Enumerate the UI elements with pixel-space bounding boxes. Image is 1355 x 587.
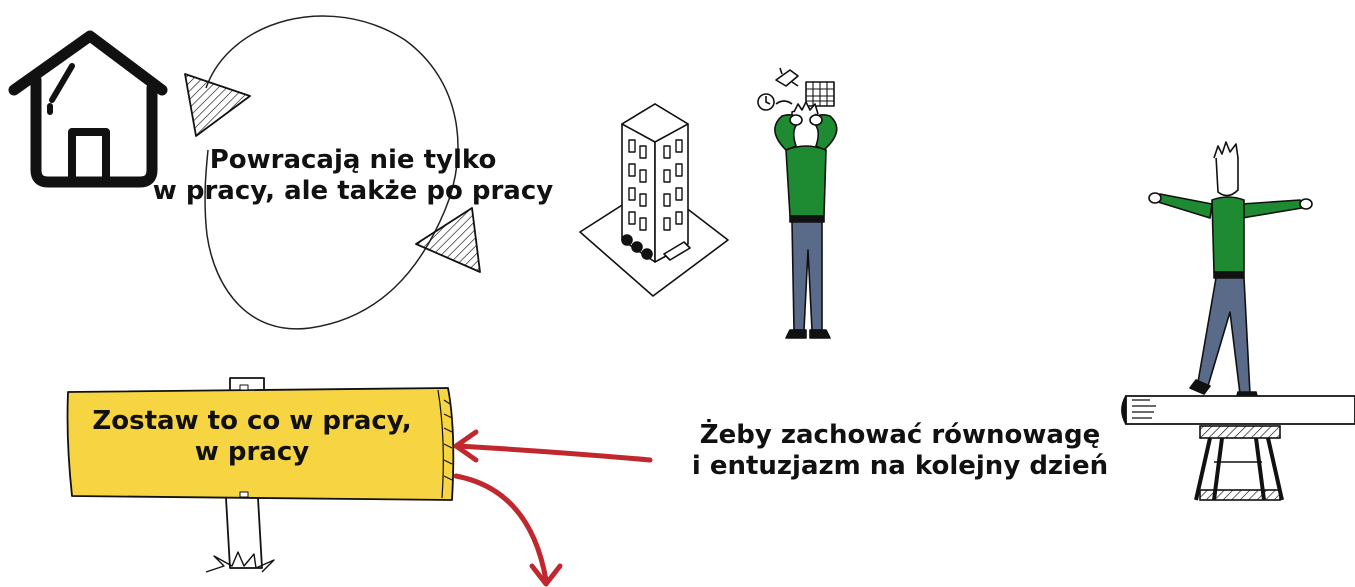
sign-caption-line2: w pracy bbox=[194, 436, 310, 467]
caption-balance-line2: i entuzjazm na kolejny dzień bbox=[691, 450, 1109, 481]
arrow-left-icon bbox=[453, 429, 653, 463]
house-icon bbox=[8, 30, 168, 188]
office-building-icon bbox=[579, 103, 729, 297]
arrow-down-icon bbox=[453, 473, 563, 587]
wooden-sign-icon bbox=[66, 377, 455, 573]
caption-balance: Żeby zachować równowagę i entuzjazm na k… bbox=[650, 420, 1150, 481]
caption-recurring-line2: w pracy, ale także po pracy bbox=[152, 175, 554, 206]
balancing-person-icon bbox=[1148, 141, 1313, 401]
sign-caption: Zostaw to co w pracy, w pracy bbox=[82, 406, 422, 467]
stressed-person-icon bbox=[757, 67, 838, 339]
plank-icon bbox=[1121, 395, 1355, 425]
sign-caption-line1: Zostaw to co w pracy, bbox=[92, 406, 412, 436]
caption-recurring: Powracają nie tylko w pracy, ale także p… bbox=[118, 145, 588, 206]
caption-balance-line1: Żeby zachować równowagę bbox=[699, 420, 1101, 450]
cycle-arrows-icon bbox=[184, 15, 481, 330]
sawhorse-icon bbox=[1194, 425, 1284, 501]
caption-recurring-line1: Powracają nie tylko bbox=[209, 145, 497, 175]
